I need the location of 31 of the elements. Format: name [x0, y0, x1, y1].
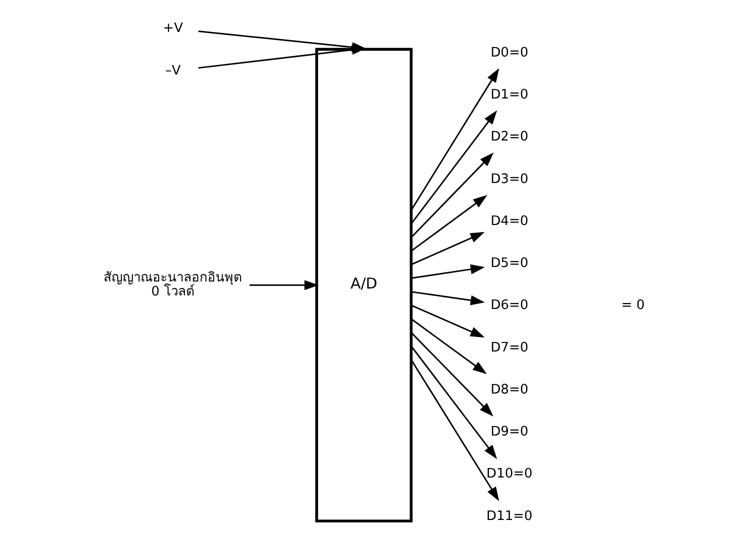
- node-box: A/D: [315, 48, 413, 522]
- node-text: –V: [165, 63, 181, 78]
- node-text: +V: [163, 21, 183, 36]
- node-text: D1=0: [490, 88, 528, 103]
- arrow: [411, 291, 485, 306]
- node-text: D6=0: [490, 298, 528, 314]
- node-text: D11=0: [486, 508, 532, 524]
- arrow: [198, 44, 366, 69]
- arrow: [410, 110, 498, 224]
- node-text: D2=0: [490, 130, 528, 145]
- arrow: [410, 332, 494, 417]
- node-text: สัญญาณอะนาลอกอินพุต 0 โวลต์: [104, 270, 243, 300]
- node-text: D3=0: [490, 172, 528, 187]
- arrow: [411, 195, 488, 252]
- node-text: D7=0: [490, 340, 528, 356]
- node-text: D8=0: [490, 382, 528, 398]
- node-text: D4=0: [490, 214, 528, 229]
- arrow: [410, 346, 498, 460]
- node-text: D0=0: [490, 46, 528, 61]
- arrow: [249, 280, 319, 290]
- label: = 0: [621, 298, 645, 314]
- arrow: [411, 264, 485, 279]
- node-text: D9=0: [490, 424, 528, 440]
- node-text: D10=0: [486, 466, 532, 482]
- arrow: [410, 68, 500, 210]
- arrow: [411, 232, 485, 266]
- node-text: D5=0: [490, 256, 528, 272]
- arrow: [411, 304, 485, 338]
- arrow: [410, 359, 500, 502]
- arrow: [410, 152, 494, 238]
- arrow: [411, 318, 487, 374]
